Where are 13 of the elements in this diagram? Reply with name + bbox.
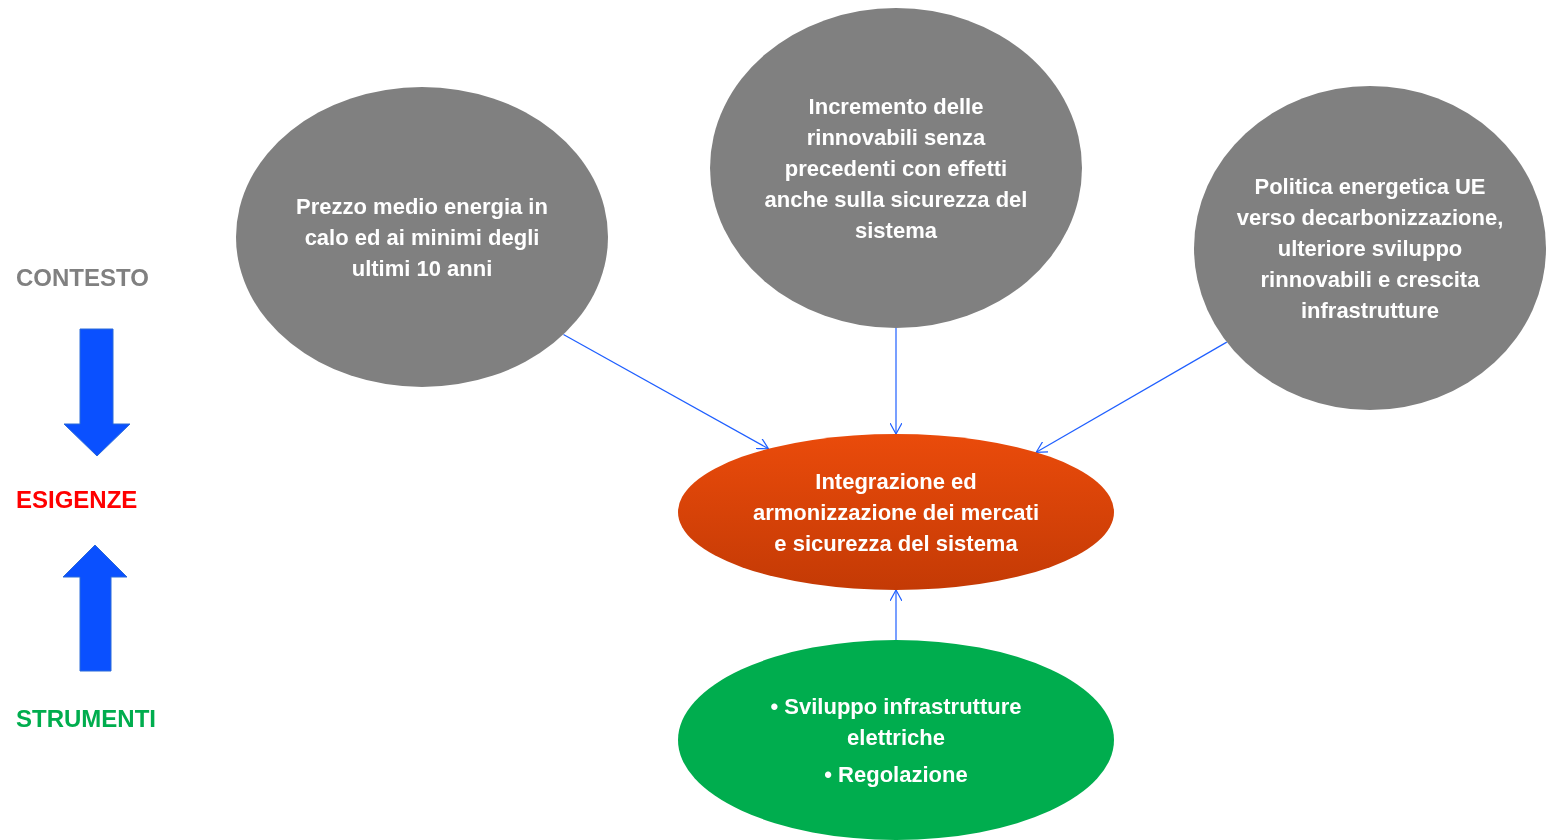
stage-label: ESIGENZE bbox=[16, 486, 138, 514]
arrow bbox=[562, 333, 769, 450]
stage-label: CONTESTO bbox=[16, 264, 149, 292]
node-text: Incremento delle rinnovabili senza precedenti con effetti anche sulla sicurezza del sistema bbox=[763, 92, 1029, 245]
node-text: Integrazione ed armonizzazione dei mercati e sicurezza del sistema bbox=[751, 467, 1041, 558]
stage-label: STRUMENTI bbox=[16, 705, 156, 733]
node-text: Politica energetica UE verso decarbonizzazione, ulteriore sviluppo rinnovabili e crescita infrastrutture bbox=[1235, 172, 1505, 325]
arrow bbox=[889, 589, 903, 641]
node-text: • Sviluppo infrastrutture elettriche bbox=[769, 692, 1023, 752]
node-text: Prezzo medio energia in calo ed ai minimi degli ultimi 10 anni bbox=[295, 192, 549, 283]
node-text: • Regolazione bbox=[823, 760, 969, 789]
arrow bbox=[889, 327, 903, 435]
arrow bbox=[1035, 341, 1228, 453]
